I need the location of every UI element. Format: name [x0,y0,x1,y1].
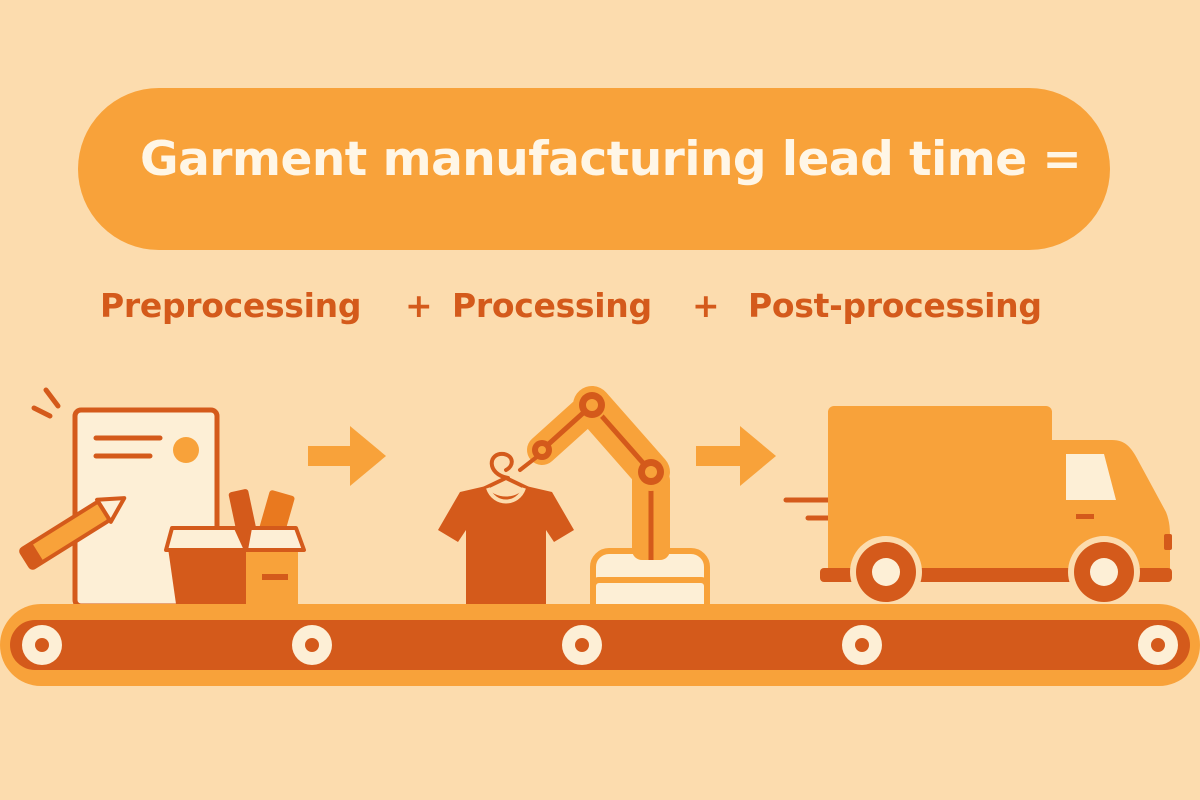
formula-plus-2: + [692,286,720,325]
conveyor-roller [842,625,882,665]
formula-plus-1: + [405,286,433,325]
conveyor-roller [562,625,602,665]
formula-term-preprocessing: Preprocessing [100,286,362,325]
box-icon [164,489,306,604]
robot-arm-icon [527,386,710,614]
arrow-right-icon [308,426,386,486]
pencil-icon [19,496,127,570]
conveyor-roller [22,625,62,665]
arrow-right-icon [696,426,776,486]
delivery-truck-icon [783,406,1172,608]
title-banner [78,88,1110,250]
conveyor-roller [292,625,332,665]
formula-term-post-processing: Post-processing [748,286,1042,325]
shirt-hanger-icon [438,451,574,604]
page-title: Garment manufacturing lead time = [140,132,1082,187]
conveyor-roller [1138,625,1178,665]
formula-term-processing: Processing [452,286,652,325]
conveyor-belt-icon [0,604,1200,686]
